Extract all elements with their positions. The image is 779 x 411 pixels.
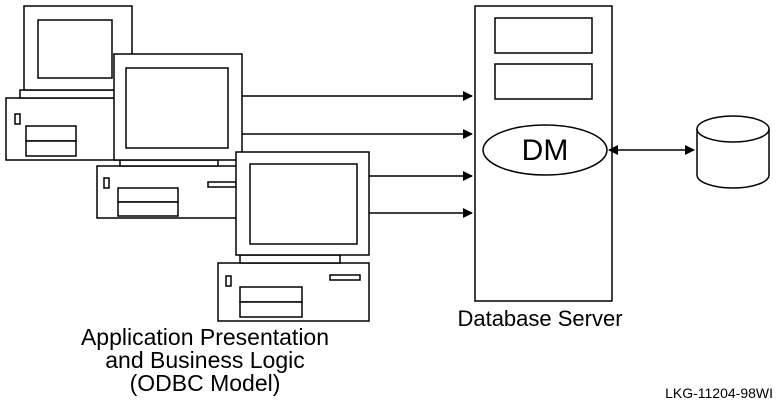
database-server bbox=[474, 5, 613, 302]
client-computer-3 bbox=[217, 151, 370, 322]
clients-label: Application Presentation and Business Lo… bbox=[40, 326, 370, 395]
figure-id: LKG-11204-98WI bbox=[665, 385, 773, 401]
clients-label-line-1: Application Presentation bbox=[80, 324, 330, 350]
clients-label-line-3: (ODBC Model) bbox=[129, 370, 281, 396]
server-label: Database Server bbox=[457, 306, 623, 331]
client-computer-1 bbox=[5, 5, 133, 161]
dm-component bbox=[482, 124, 608, 176]
dm-label: DM bbox=[522, 134, 569, 167]
database-cylinder-icon bbox=[696, 115, 770, 189]
client-computer-2 bbox=[96, 53, 246, 219]
clients-label-line-2: and Business Logic bbox=[105, 347, 305, 373]
